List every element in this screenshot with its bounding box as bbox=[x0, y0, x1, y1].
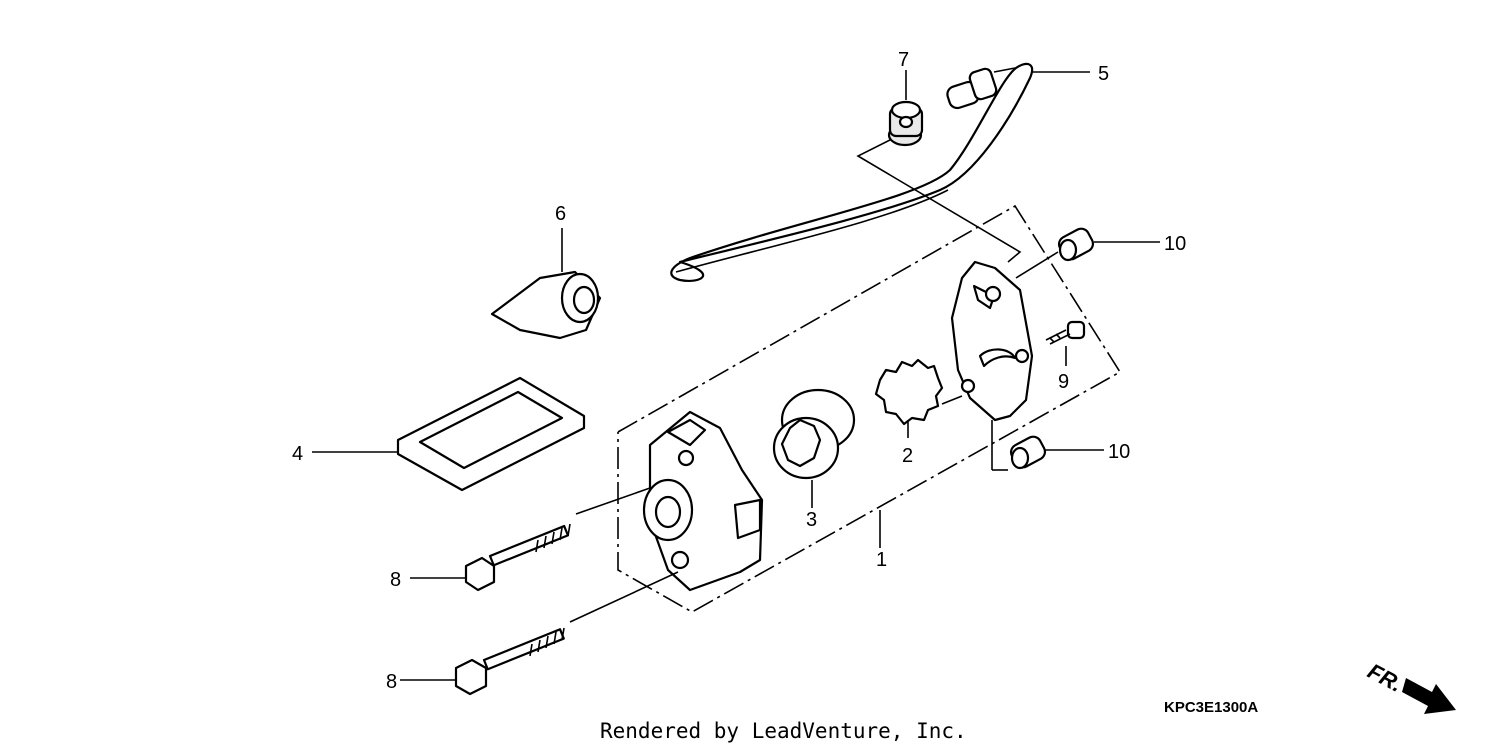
front-direction-arrow: FR. bbox=[1364, 658, 1456, 714]
bolt-upper bbox=[410, 487, 651, 592]
strainer-cap bbox=[490, 228, 602, 340]
grommet bbox=[887, 70, 924, 147]
callout-5: 5 bbox=[1098, 63, 1109, 85]
footer-credit: Rendered by LeadVenture, Inc. bbox=[600, 719, 967, 743]
bolt-lower bbox=[400, 571, 679, 696]
pump-cover bbox=[950, 260, 1034, 422]
callout-2: 2 bbox=[902, 445, 913, 467]
diagram-code: KPC3E1300A bbox=[1164, 699, 1258, 716]
screw-small bbox=[1045, 320, 1086, 366]
pump-body bbox=[642, 410, 764, 592]
outer-rotor bbox=[772, 388, 856, 508]
callout-9: 9 bbox=[1058, 371, 1069, 393]
callout-6: 6 bbox=[555, 203, 566, 225]
dowel-pin-lower bbox=[1009, 435, 1104, 470]
callout-4: 4 bbox=[292, 443, 303, 465]
direction-label: FR. bbox=[1364, 658, 1407, 697]
assembly-outline bbox=[617, 204, 1122, 613]
callout-8-upper: 8 bbox=[390, 569, 401, 591]
dowel-pin-upper bbox=[1015, 227, 1160, 279]
callout-10-upper: 10 bbox=[1164, 233, 1186, 255]
callout-8-lower: 8 bbox=[386, 671, 397, 693]
callout-7: 7 bbox=[898, 49, 909, 71]
inner-rotor bbox=[874, 358, 963, 438]
oil-strainer bbox=[312, 376, 586, 492]
oil-pipe bbox=[670, 62, 1034, 282]
callout-10-lower: 10 bbox=[1108, 441, 1130, 463]
callout-3: 3 bbox=[806, 509, 817, 531]
callout-1: 1 bbox=[876, 549, 887, 571]
